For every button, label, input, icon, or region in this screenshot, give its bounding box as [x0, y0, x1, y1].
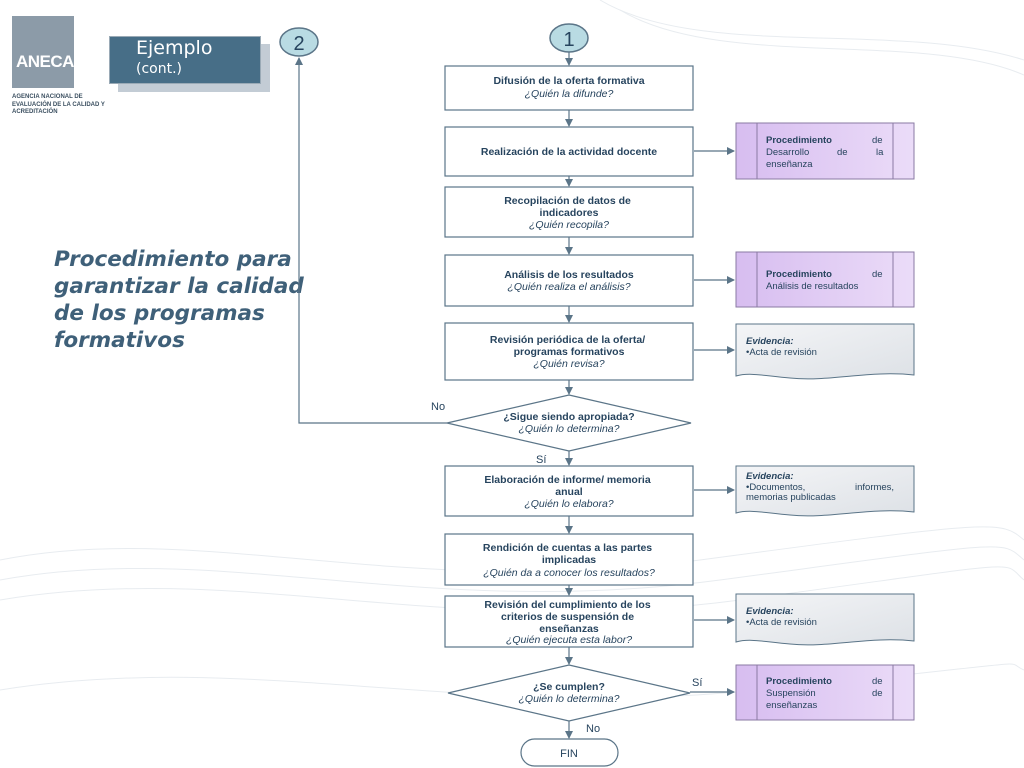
procedure-3-line3: enseñanzas: [766, 700, 817, 711]
example-title: Ejemplo: [136, 37, 213, 59]
decision-2-title: ¿Se cumplen?: [533, 681, 605, 693]
evidence-2-title: Evidencia:: [746, 471, 794, 482]
step-6-question: ¿Quién lo elabora?: [524, 498, 613, 510]
example-subtitle: (cont.): [136, 61, 182, 77]
step-3-title-line2: indicadores: [540, 207, 599, 219]
procedure-1-line2: Desarrollo: [766, 147, 809, 158]
step-8-title-line3: enseñanzas: [539, 623, 599, 635]
decision-2-no-label: No: [586, 723, 600, 735]
step-7-question: ¿Quién da a conocer los resultados?: [483, 567, 655, 579]
decision-2: ¿Se cumplen? ¿Quién lo determina? Sí No: [447, 664, 702, 735]
step-box-8: Revisión del cumplimiento de los criteri…: [444, 595, 694, 648]
connector-2: 2: [279, 27, 319, 57]
procedure-3-line1: Procedimiento: [766, 676, 832, 687]
svg-text:Elaboración de informe/ memori: Elaboración de informe/ memoria anual: [484, 474, 653, 498]
procedure-3-line2: Suspensión: [766, 688, 816, 699]
step-1-question: ¿Quién la difunde?: [525, 88, 614, 100]
step-box-7: Rendición de cuentas a las partes implic…: [444, 533, 694, 586]
evidence-3-item: •Acta de revisión: [746, 617, 817, 628]
step-7-title-line1: Rendición de cuentas a las partes: [483, 542, 652, 554]
flow-arrows: [295, 52, 735, 739]
end-terminator: FIN: [520, 738, 619, 767]
step-5-question: ¿Quién revisa?: [533, 358, 604, 370]
evidence-3-title: Evidencia:: [746, 606, 794, 617]
step-5-title-line1: Revisión periódica de la oferta/: [490, 334, 645, 346]
evidence-2-item-line2: memorias publicadas: [746, 492, 836, 503]
connector-1-label: 1: [563, 29, 574, 51]
step-box-4: Análisis de los resultados ¿Quién realiz…: [444, 254, 694, 307]
procedure-1-line1: Procedimiento: [766, 135, 832, 146]
step-4-title: Análisis de los resultados: [504, 269, 634, 281]
evidence-1-item: •Acta de revisión: [746, 347, 817, 358]
step-box-1: Difusión de la oferta formativa ¿Quién l…: [444, 65, 694, 111]
procedure-2-line1: Procedimiento: [766, 269, 832, 280]
svg-text:Recopilación de datos de: Recopilación de datos de indicadores: [504, 195, 634, 219]
decision-2-question: ¿Quién lo determina?: [519, 693, 620, 705]
step-4-question: ¿Quién realiza el análisis?: [507, 281, 630, 293]
evidence-doc-2: Evidencia: •Documentos,informes, memoria…: [735, 465, 915, 517]
svg-text:Rendición de cuentas a las par: Rendición de cuentas a las partes implic…: [483, 542, 655, 566]
step-5-title-line2: programas formativos: [514, 346, 625, 358]
aneca-logo-text: ANECA: [16, 52, 74, 71]
decision-1-question: ¿Quién lo determina?: [519, 423, 620, 435]
svg-text:Revisión del cumplimiento de l: Revisión del cumplimiento de los criteri…: [484, 599, 653, 635]
svg-text:•Documentos,informes, me: •Documentos,informes, memorias publicada…: [746, 482, 897, 503]
example-box: [109, 36, 261, 84]
page-title: Procedimiento para garantizar la calidad…: [54, 247, 304, 353]
evidence-doc-1: Evidencia: •Acta de revisión: [735, 323, 915, 380]
step-3-question: ¿Quién recopila?: [529, 219, 609, 231]
step-6-title-line1: Elaboración de informe/ memoria: [484, 474, 650, 486]
decision-1-no-label: No: [431, 401, 445, 413]
procedure-2-line2: Análisis de resultados: [766, 281, 859, 292]
step-8-title-line1: Revisión del cumplimiento de los: [484, 599, 650, 611]
decision-2-yes-label: Sí: [692, 677, 702, 689]
connector-1: 1: [549, 23, 589, 53]
step-1-title: Difusión de la oferta formativa: [493, 75, 644, 87]
step-8-title-line2: criterios de suspensión de: [501, 611, 634, 623]
evidence-doc-3: Evidencia: •Acta de revisión: [735, 593, 915, 646]
decision-1: ¿Sigue siendo apropiada? ¿Quién lo deter…: [431, 394, 692, 466]
step-2-title: Realización de la actividad docente: [481, 146, 657, 158]
decision-1-yes-label: Sí: [536, 454, 546, 466]
step-box-3: Recopilación de datos de indicadores ¿Qu…: [444, 186, 694, 238]
aneca-logo: [12, 16, 74, 88]
end-label: FIN: [560, 748, 578, 760]
evidence-2-item-line1: •Documentos,: [746, 482, 805, 493]
step-7-title-line2: implicadas: [542, 554, 596, 566]
decision-1-title: ¿Sigue siendo apropiada?: [503, 411, 634, 423]
svg-text:Revisión periódica de la ofert: Revisión periódica de la oferta/ program…: [490, 334, 648, 358]
aneca-logo-subtitle: AGENCIA NACIONAL DE EVALUACIÓN DE LA CAL…: [12, 94, 105, 115]
step-6-title-line2: anual: [555, 486, 583, 498]
evidence-1-title: Evidencia:: [746, 336, 794, 347]
connector-2-label: 2: [293, 33, 304, 55]
step-box-2: Realización de la actividad docente: [444, 126, 694, 177]
procedure-1-line3: enseñanza: [766, 159, 813, 170]
step-3-title-line1: Recopilación de datos de: [504, 195, 631, 207]
step-8-question: ¿Quién ejecuta esta labor?: [506, 634, 632, 646]
step-box-6: Elaboración de informe/ memoria anual ¿Q…: [444, 465, 694, 517]
step-box-5: Revisión periódica de la oferta/ program…: [444, 322, 694, 381]
